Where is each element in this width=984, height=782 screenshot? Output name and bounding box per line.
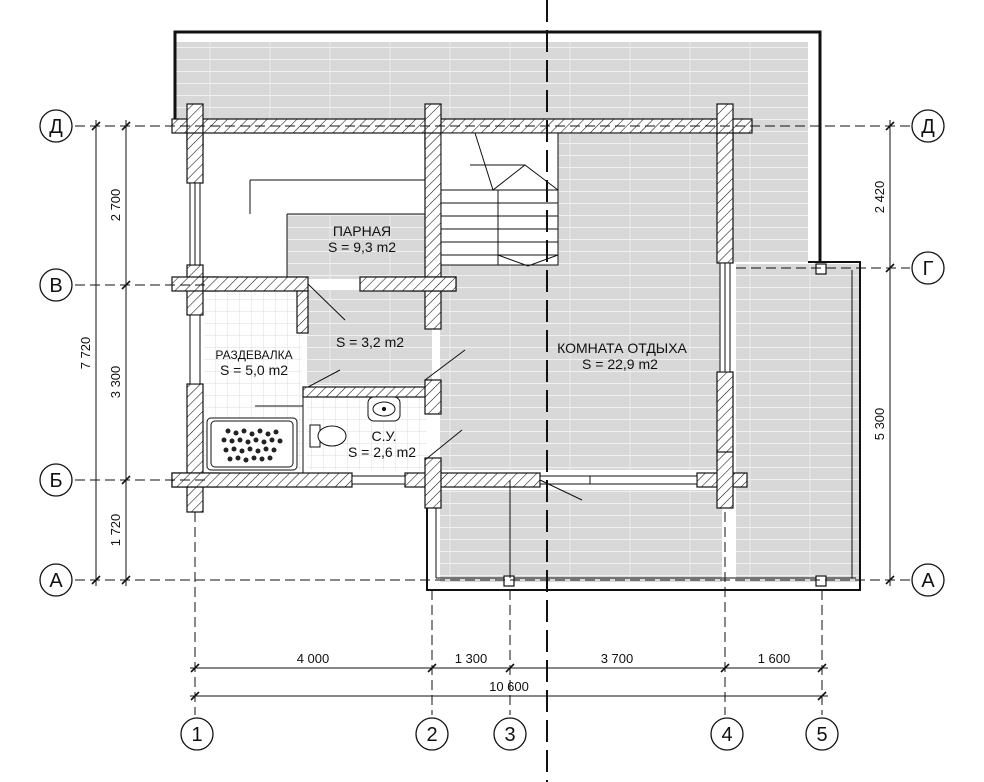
axis-letter-left-d: Д [49, 116, 63, 138]
stove [206, 417, 298, 471]
veranda-floor [440, 490, 722, 582]
su-name: С.У. [372, 428, 397, 444]
dimension-texts: 7 720 2 700 3 300 1 720 2 420 5 300 4 00… [78, 181, 887, 694]
axis-number-3: 3 [504, 724, 515, 746]
axis-lines [75, 125, 910, 715]
parnaya-floor [287, 214, 427, 279]
dim-left-outer: 7 720 [78, 337, 93, 370]
dim-left-inner-2: 1 720 [108, 514, 123, 547]
parnaya-area: S = 9,3 m2 [328, 239, 396, 255]
axis-letter-right-g: Г [923, 258, 934, 280]
dim-left-inner-1: 3 300 [108, 366, 123, 399]
su-area: S = 2,6 m2 [348, 444, 416, 460]
axis-number-4: 4 [721, 724, 732, 746]
dim-right-0: 2 420 [872, 181, 887, 214]
razdevalka-area: S = 5,0 m2 [220, 362, 288, 378]
door-swings [307, 283, 583, 578]
outlines [173, 30, 861, 591]
staircase [440, 132, 559, 267]
walls [171, 103, 753, 513]
axis-letter-left-b: Б [49, 470, 62, 492]
room-labels: ПАРНАЯ S = 9,3 m2 S = 3,2 m2 РАЗДЕВАЛКА … [215, 223, 687, 460]
dim-bottom-0: 4 000 [297, 651, 330, 666]
komnata-name: КОМНАТА ОТДЫХА [557, 340, 687, 356]
axis-markers [39, 109, 945, 751]
dim-bottom-total: 10 600 [489, 679, 529, 694]
washbasin [367, 396, 401, 422]
dim-right-1: 5 300 [872, 408, 887, 441]
axis-number-1: 1 [191, 724, 202, 746]
axis-letter-right-a: А [921, 570, 935, 592]
hall-area: S = 3,2 m2 [336, 334, 404, 350]
parnaya-name: ПАРНАЯ [333, 223, 391, 239]
axis-number-2: 2 [426, 724, 437, 746]
windows [189, 179, 731, 485]
dim-bottom-1: 1 300 [455, 651, 488, 666]
stove-stones [221, 428, 283, 463]
terrace-right-outline [426, 261, 861, 591]
toilet [309, 424, 347, 448]
axis-letter-left-a: А [49, 570, 63, 592]
axis-number-5: 5 [816, 724, 827, 746]
axis-labels: Д В Б А Д Г А 1 2 3 4 5 [49, 116, 935, 746]
hall-floor [307, 290, 432, 385]
dim-left-inner-0: 2 700 [108, 189, 123, 222]
axis-letter-right-d: Д [921, 116, 935, 138]
razdevalka-name: РАЗДЕВАЛКА [215, 348, 292, 362]
dim-bottom-2: 3 700 [601, 651, 634, 666]
komnata-area: S = 22,9 m2 [582, 356, 658, 372]
dim-bottom-3: 1 600 [758, 651, 791, 666]
terrace-top-floor [175, 42, 808, 262]
fixtures [206, 396, 401, 471]
dimension-lines [91, 120, 895, 701]
axis-letter-left-v: В [49, 275, 62, 297]
upper-outline [173, 30, 822, 262]
terrace-right-floor [736, 264, 860, 582]
